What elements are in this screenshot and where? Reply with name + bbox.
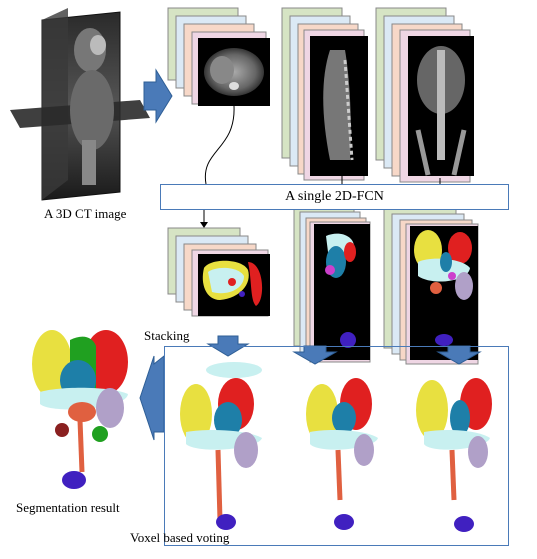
fcn-label: A single 2D-FCN xyxy=(285,189,384,204)
coronal-segmentation-stack xyxy=(383,207,479,365)
stacking-arrow-3 xyxy=(436,345,482,365)
segmentation-result-render xyxy=(32,330,128,489)
coronal-slices-stack xyxy=(375,7,474,183)
voting-render-right xyxy=(416,378,492,532)
sagittal-slices-stack xyxy=(281,7,368,181)
axial-segmentation-stack xyxy=(167,227,270,317)
segmentation-result-label: Segmentation result xyxy=(16,500,120,515)
voting-render-left xyxy=(180,362,262,530)
input-arrow xyxy=(143,68,173,124)
sagittal-segmentation-stack xyxy=(293,205,371,363)
ct-image-label: A 3D CT image xyxy=(44,206,127,221)
stacking-label: Stacking xyxy=(144,328,190,343)
voting-render-middle xyxy=(306,378,378,530)
ct-volume-image xyxy=(10,8,150,201)
stacking-arrow-2 xyxy=(292,345,338,365)
voxel-voting-label: Voxel based voting xyxy=(130,530,230,545)
voting-frame xyxy=(164,346,509,546)
axial-slices-stack xyxy=(167,7,270,106)
fcn-box: A single 2D-FCN xyxy=(160,184,509,210)
output-arrow xyxy=(139,354,165,441)
